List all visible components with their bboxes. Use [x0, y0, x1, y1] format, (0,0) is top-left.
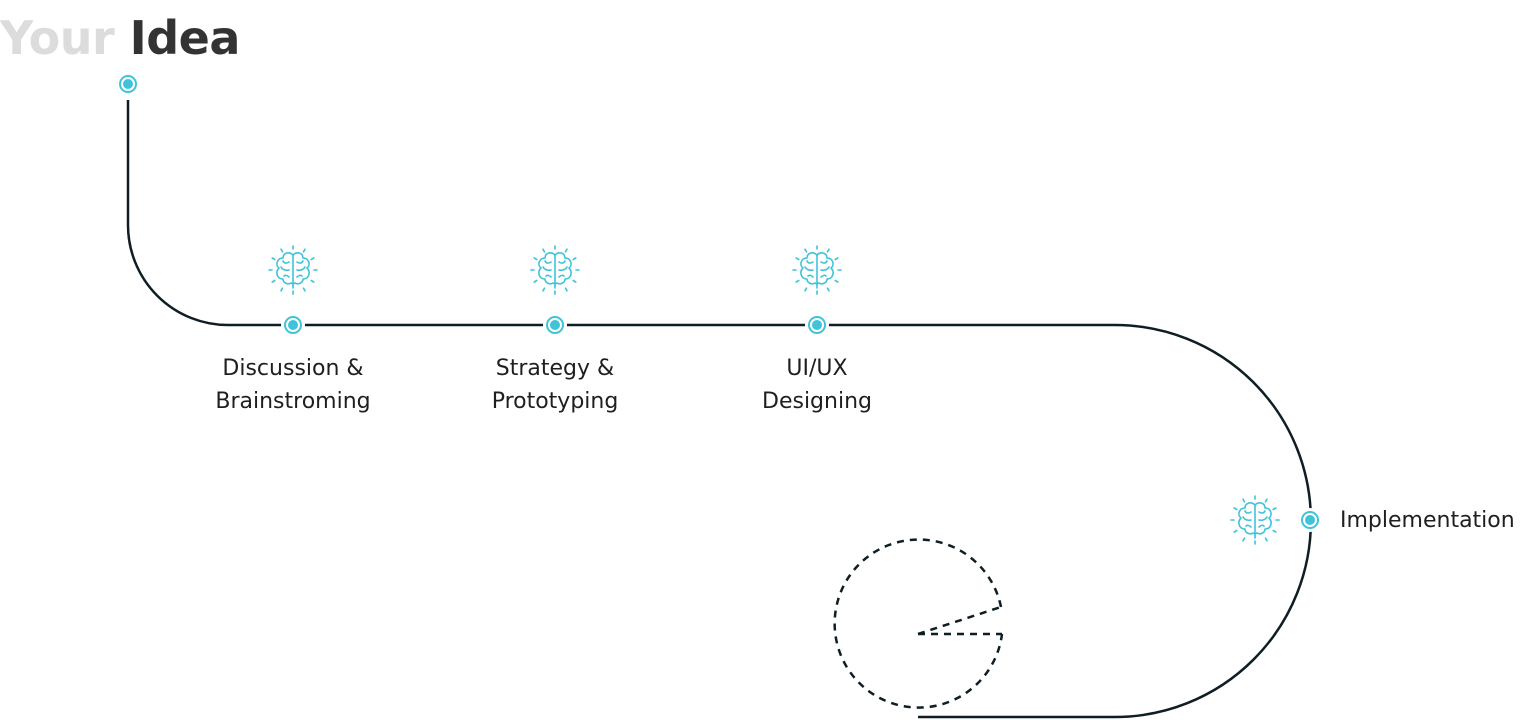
step-label-implementation: Implementation — [1340, 508, 1515, 533]
step-node-strategy — [542, 312, 568, 338]
brain-icon — [268, 245, 318, 295]
brain-icon — [530, 245, 580, 295]
step-node-uiux — [804, 312, 830, 338]
page-title: Your Idea — [0, 8, 240, 68]
step-label-uiux: UI/UX Designing — [762, 356, 872, 414]
step-node-discussion — [280, 312, 306, 338]
brain-icon — [1230, 495, 1280, 545]
step-label-discussion: Discussion & Brainstroming — [215, 356, 371, 414]
process-path — [126, 100, 1313, 719]
start-node — [115, 71, 141, 97]
step-node-implementation — [1297, 507, 1323, 533]
brain-icon — [792, 245, 842, 295]
dashed-pie-shape — [833, 538, 1004, 709]
title-part-idea: Idea — [129, 11, 241, 65]
title-part-your: Your — [0, 11, 115, 65]
step-label-strategy: Strategy & Prototyping — [491, 356, 619, 414]
